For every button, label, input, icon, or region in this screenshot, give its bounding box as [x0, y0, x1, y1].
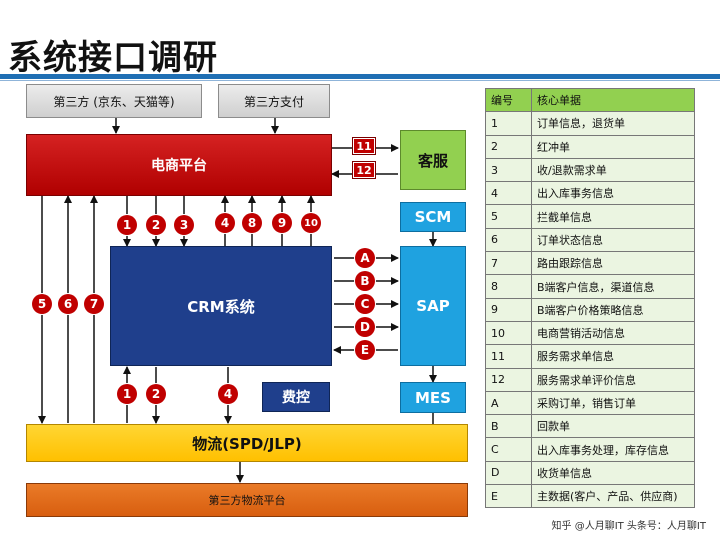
- marker-1-bottom: 1: [117, 384, 137, 404]
- table-cell-doc: 服务需求单信息: [531, 344, 695, 369]
- table-cell-doc: 路由跟踪信息: [531, 251, 695, 276]
- marker-8: 8: [242, 213, 262, 233]
- marker-1-top: 1: [117, 215, 137, 235]
- node-logistics: 物流(SPD/JLP): [26, 424, 468, 462]
- node-fee-control: 费控: [262, 382, 330, 412]
- title-underline: [0, 74, 720, 79]
- table-cell-id: 5: [485, 204, 532, 229]
- table-cell-doc: 收货单信息: [531, 460, 695, 486]
- marker-6: 6: [58, 294, 78, 314]
- marker-2-bottom: 2: [146, 384, 166, 404]
- marker-a: A: [355, 248, 375, 268]
- marker-10: 10: [301, 213, 321, 233]
- title-underline-thin: [0, 80, 720, 81]
- table-cell-doc: 服务需求单评价信息: [531, 367, 695, 392]
- table-cell-doc: 收/退款需求单: [531, 157, 695, 183]
- table-header-doc: 核心单据: [531, 87, 695, 113]
- marker-2-top: 2: [146, 215, 166, 235]
- table-cell-id: 6: [485, 227, 532, 253]
- node-mes: MES: [400, 382, 466, 413]
- marker-d: D: [355, 317, 375, 337]
- table-cell-id: C: [485, 437, 532, 462]
- node-third-party-payment: 第三方支付: [218, 84, 330, 118]
- node-customer-service: 客服: [400, 130, 466, 190]
- marker-5: 5: [32, 294, 52, 314]
- marker-c: C: [355, 294, 375, 314]
- table-cell-id: 2: [485, 134, 532, 159]
- table-header-id: 编号: [485, 87, 532, 113]
- table-cell-doc: 电商营销活动信息: [531, 320, 695, 346]
- table-cell-doc: 订单信息，退货单: [531, 111, 695, 136]
- marker-4-top: 4: [215, 213, 235, 233]
- table-cell-id: 9: [485, 297, 532, 322]
- table-cell-doc: 拦截单信息: [531, 204, 695, 229]
- marker-e: E: [355, 340, 375, 360]
- marker-3-top: 3: [174, 215, 194, 235]
- watermark: 知乎 @人月聊IT 头条号：人月聊IT: [551, 521, 706, 532]
- table-cell-doc: 采购订单，销售订单: [531, 390, 695, 416]
- marker-7: 7: [84, 294, 104, 314]
- table-cell-id: 7: [485, 251, 532, 276]
- tag-12: 12: [352, 161, 376, 179]
- table-cell-doc: B端客户价格策略信息: [531, 297, 695, 322]
- node-scm: SCM: [400, 202, 466, 232]
- table-cell-id: 10: [485, 320, 532, 346]
- table-cell-id: 11: [485, 344, 532, 369]
- table-cell-id: D: [485, 460, 532, 486]
- node-ecommerce-platform: 电商平台: [26, 134, 332, 196]
- node-third-party-logistics: 第三方物流平台: [26, 483, 468, 517]
- table-cell-doc: 出入库事务处理，库存信息: [531, 437, 695, 462]
- table-cell-doc: 出入库事务信息: [531, 181, 695, 206]
- table-cell-id: 4: [485, 181, 532, 206]
- table-cell-doc: 红冲单: [531, 134, 695, 159]
- table-cell-id: E: [485, 484, 532, 509]
- table-header-row: 编号 核心单据: [485, 87, 695, 113]
- table-cell-id: 12: [485, 367, 532, 392]
- page-title: 系统接口调研: [8, 38, 218, 78]
- table-cell-doc: 主数据(客户、产品、供应商): [531, 484, 695, 509]
- node-crm: CRM系统: [110, 246, 332, 366]
- table-cell-id: A: [485, 390, 532, 416]
- table-cell-id: 8: [485, 274, 532, 299]
- node-sap: SAP: [400, 246, 466, 366]
- table-cell-doc: 回款单: [531, 414, 695, 439]
- table-cell-id: 3: [485, 157, 532, 183]
- table-cell-id: 1: [485, 111, 532, 136]
- marker-b: B: [355, 271, 375, 291]
- table-cell-doc: 订单状态信息: [531, 227, 695, 253]
- node-third-party-jd-tmall: 第三方 (京东、天猫等): [26, 84, 202, 118]
- table-cell-doc: B端客户信息，渠道信息: [531, 274, 695, 299]
- tag-11: 11: [352, 137, 376, 155]
- marker-4-bottom: 4: [218, 384, 238, 404]
- table-cell-id: B: [485, 414, 532, 439]
- marker-9: 9: [272, 213, 292, 233]
